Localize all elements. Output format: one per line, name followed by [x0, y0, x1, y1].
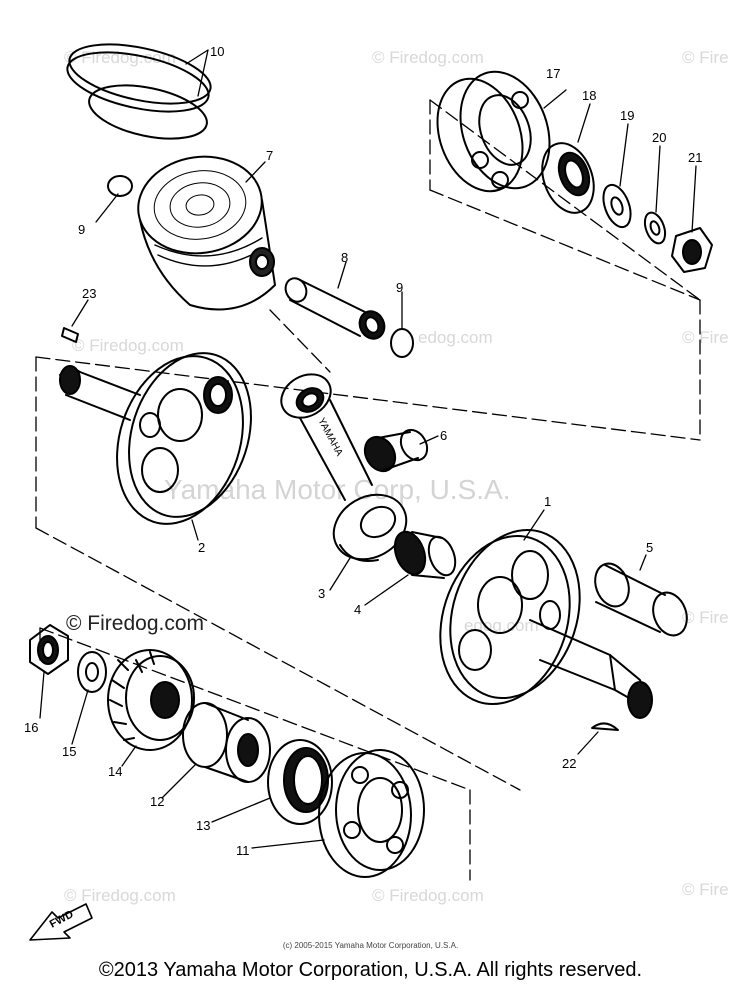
small-copyright: (c) 2005-2015 Yamaha Motor Corporation, … [282, 941, 459, 950]
label-4: 4 [354, 602, 361, 617]
spacer-collar [182, 702, 271, 783]
nut-16 [29, 624, 69, 675]
label-15: 15 [62, 744, 76, 759]
watermark-firedog-8: © Fire [682, 608, 729, 627]
crank-wheel-right [439, 528, 653, 719]
piston-rings [66, 43, 212, 140]
watermark-firedog-10: © Firedog.com [372, 886, 484, 905]
piston-pin-clip-lower [390, 328, 414, 358]
woodruff-key-22 [591, 722, 619, 731]
crank-pin [594, 562, 688, 637]
watermark-firedog-9: © Firedog.com [64, 886, 176, 905]
watermark-firedog-dark: © Firedog.com [66, 612, 205, 635]
label-1: 1 [544, 494, 551, 509]
piston [137, 155, 276, 311]
footer-copyright: ©2013 Yamaha Motor Corporation, U.S.A. A… [98, 959, 643, 981]
label-3: 3 [318, 586, 325, 601]
main-bearing-left [318, 749, 425, 878]
label-9b: 9 [396, 280, 403, 295]
label-14: 14 [108, 764, 122, 779]
label-6: 6 [440, 428, 447, 443]
watermark-firedog-5: edog.com [418, 328, 493, 347]
leader-lines [39, 49, 697, 849]
label-12: 12 [150, 794, 164, 809]
label-19: 19 [620, 108, 634, 123]
label-13: 13 [196, 818, 210, 833]
woodruff-key-23 [61, 327, 79, 343]
label-17: 17 [546, 66, 560, 81]
needle-bearing-big-end [393, 530, 457, 579]
main-bearing-right [436, 70, 551, 193]
watermark-firedog-6: © Fire [682, 328, 729, 347]
label-21: 21 [688, 150, 702, 165]
part-labels: 1 2 3 4 5 6 7 8 9 9 10 11 12 13 14 15 16… [24, 44, 702, 858]
nut-21 [671, 227, 713, 273]
piston-pin-clip-upper [107, 175, 133, 197]
label-5: 5 [646, 540, 653, 555]
forward-arrow-icon: FWD [29, 903, 93, 941]
label-10: 10 [210, 44, 224, 59]
label-22: 22 [562, 756, 576, 771]
guide-lines [35, 99, 701, 881]
crank-wheel-left [59, 352, 252, 525]
label-18: 18 [582, 88, 596, 103]
label-16: 16 [24, 720, 38, 735]
washer-19 [602, 183, 632, 229]
primary-drive-gear [107, 649, 195, 751]
piston-pin [284, 277, 386, 340]
label-11: 11 [236, 843, 250, 858]
label-8: 8 [341, 250, 348, 265]
needle-bearing-small-end [363, 428, 429, 473]
watermark-firedog-4: © Firedog.com [72, 336, 184, 355]
label-7: 7 [266, 148, 273, 163]
label-2: 2 [198, 540, 205, 555]
label-9a: 9 [78, 222, 85, 237]
watermark-firedog-11: © Fire [682, 880, 729, 899]
oil-seal-right [541, 142, 595, 214]
label-23: 23 [82, 286, 96, 301]
washer-20 [643, 211, 667, 245]
oil-seal-left [267, 739, 333, 825]
label-20: 20 [652, 130, 666, 145]
watermark-firedog-2: © Fire [682, 48, 729, 67]
washer-15 [77, 651, 107, 693]
watermark-firedog-1: © Firedog.com [372, 48, 484, 67]
